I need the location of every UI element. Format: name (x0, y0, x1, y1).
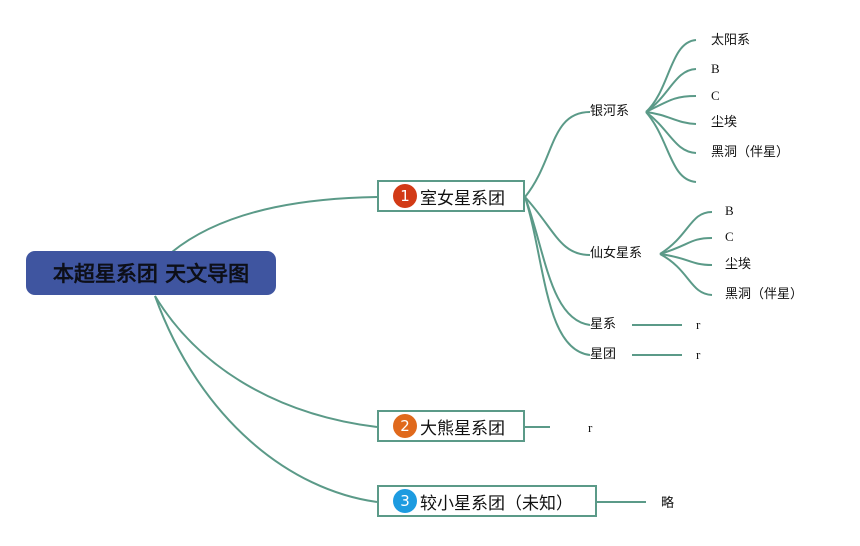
number-badge: 2 (393, 414, 417, 438)
leaf-r[interactable]: r (696, 347, 701, 362)
number-badge: 3 (393, 489, 417, 513)
leaf-black-hole[interactable]: 黑洞（伴星） (725, 287, 804, 302)
branch-label: 室女星系团 (420, 188, 505, 209)
leaf-b[interactable]: B (725, 203, 734, 218)
branch-node-virgo[interactable]: 1 室女星系团 (377, 180, 525, 212)
leaf-r[interactable]: r (696, 317, 701, 332)
leaf-solar-system[interactable]: 太阳系 (711, 33, 751, 48)
leaf-c[interactable]: C (711, 88, 720, 103)
leaf-omitted[interactable]: 略 (661, 496, 675, 511)
root-title: 本超星系团 天文导图 (52, 262, 250, 286)
leaf-b[interactable]: B (711, 61, 720, 76)
root-node[interactable]: 本超星系团 天文导图 (26, 251, 276, 295)
leaf-black-hole[interactable]: 黑洞（伴星） (711, 145, 790, 160)
leaf-dust[interactable]: 尘埃 (711, 115, 738, 130)
subnode-milky-way[interactable]: 银河系 (590, 104, 630, 119)
number-badge: 1 (393, 184, 417, 208)
leaf-c[interactable]: C (725, 229, 734, 244)
branch-label: 较小星系团（未知） (420, 493, 573, 514)
subnode-star-cluster[interactable]: 星团 (590, 347, 617, 362)
leaf-r[interactable]: r (588, 420, 593, 435)
leaf-dust[interactable]: 尘埃 (725, 257, 752, 272)
branch-node-ursa-major[interactable]: 2 大熊星系团 (377, 410, 525, 442)
subnode-andromeda[interactable]: 仙女星系 (590, 246, 643, 261)
subnode-galaxy[interactable]: 星系 (590, 317, 617, 332)
branch-label: 大熊星系团 (420, 418, 505, 439)
branch-node-smaller-clusters[interactable]: 3 较小星系团（未知） (377, 485, 597, 517)
